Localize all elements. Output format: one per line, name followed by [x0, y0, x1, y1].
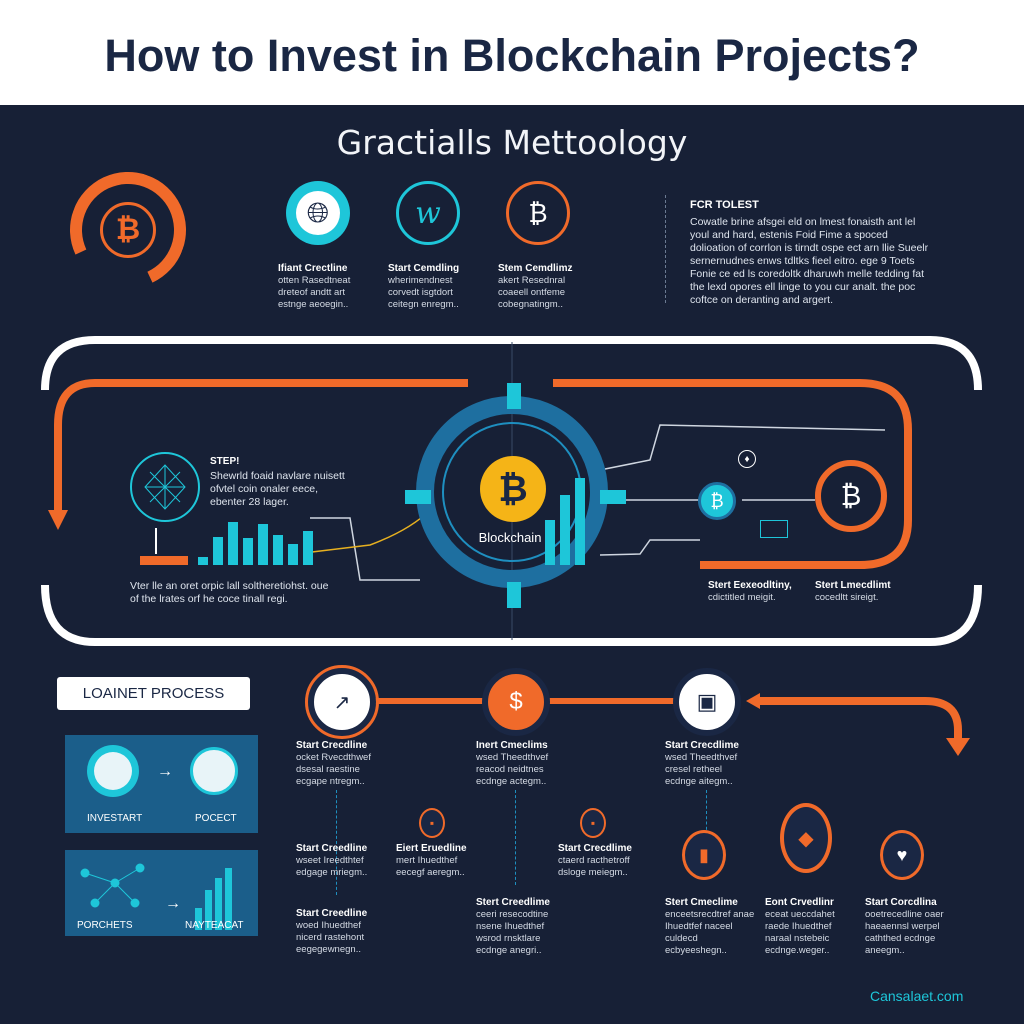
step-text: Shewrld foaid navlare nuisett ofvtel coi…: [210, 470, 345, 508]
blockchain-label: Blockchain: [478, 530, 542, 545]
step-title: STEP!: [210, 456, 240, 467]
footer-website-link[interactable]: Cansalaet.com: [870, 988, 964, 1004]
process-card-1[interactable]: → INVESTART POCECT: [65, 735, 258, 833]
section-subtitle: Gractialls Mettoology: [336, 123, 688, 162]
box-icon: ▣: [673, 668, 741, 736]
bitcoin-icon: ₿: [100, 202, 156, 258]
dollar-icon: $: [482, 668, 550, 736]
divider: [665, 195, 666, 303]
arrow-up-icon: [155, 528, 157, 554]
header-bar: [0, 0, 1024, 105]
heart-icon: ♥: [880, 830, 924, 880]
bitcoin-outline-icon: ₿: [506, 181, 570, 245]
device-icon: [760, 520, 788, 538]
bag-icon: ▪: [419, 808, 445, 838]
info-text: Cowatle brine afsgei eld on lmest fonais…: [690, 216, 929, 306]
bitcoin-large-icon: ₿: [815, 460, 887, 532]
chart-arrow-icon: ↗: [305, 665, 379, 739]
globe-icon: 🌐︎: [296, 191, 340, 235]
network-globe-icon: [130, 452, 200, 522]
clipboard-icon: ▪: [580, 808, 606, 838]
center-bottom-text: Vter lle an oret orpic lall soltheretioh…: [130, 580, 329, 605]
small-node-icon: ♦: [738, 450, 756, 468]
location-pin-icon: ◆: [780, 803, 832, 873]
process-card-2[interactable]: → PORCHETS NAYTEACAT: [65, 850, 258, 936]
right-caption-1: Stert Eexeodltiny,cdictitled meigit.: [708, 580, 792, 603]
bitcoin-small-icon: ₿: [698, 482, 736, 520]
w-coin-icon: w: [396, 181, 460, 245]
bitcoin-coin-icon: ₿: [480, 456, 546, 522]
process-label: LOAINET PROCESS: [57, 677, 250, 710]
document-icon: ▮: [682, 830, 726, 880]
page-title: How to Invest in Blockchain Projects?: [104, 30, 920, 81]
info-title: FCR TOLEST: [690, 199, 759, 211]
